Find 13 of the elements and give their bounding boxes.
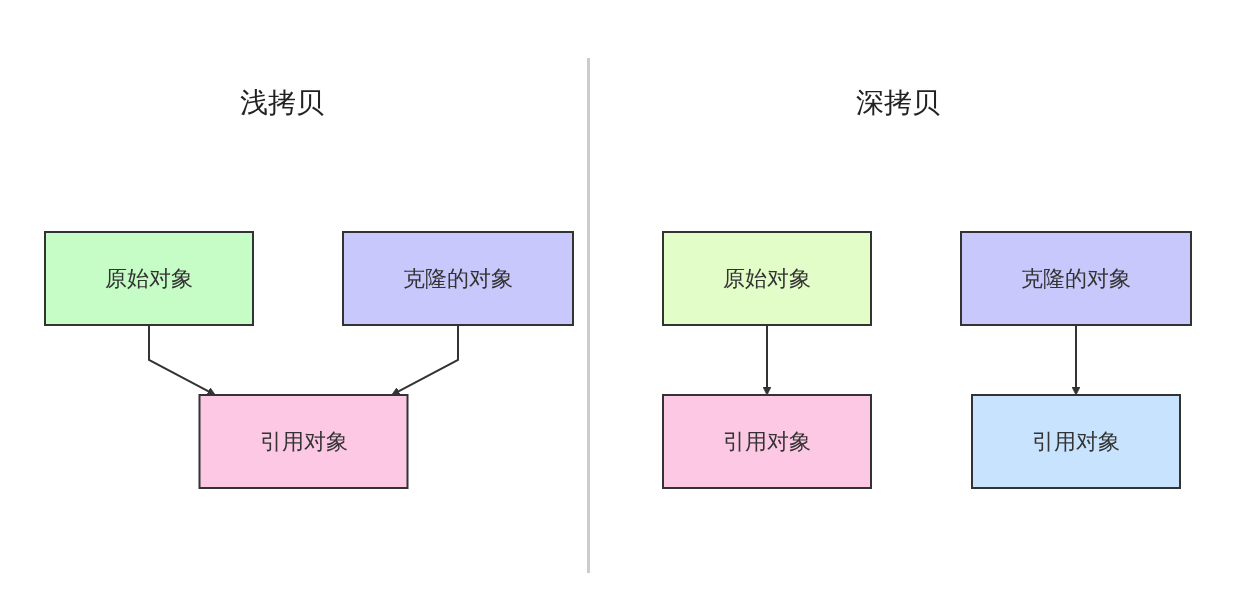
node-box: 克隆的对象: [960, 231, 1192, 326]
node-box: 引用对象: [198, 394, 409, 489]
arrow: [762, 324, 772, 396]
section-heading: 深拷贝: [856, 85, 940, 121]
node-box: 原始对象: [44, 231, 254, 326]
arrow: [148, 324, 216, 396]
node-box: 克隆的对象: [342, 231, 574, 326]
arrow: [391, 324, 459, 396]
node-box: 原始对象: [662, 231, 872, 326]
section-heading: 浅拷贝: [240, 85, 324, 121]
node-box: 引用对象: [662, 394, 872, 489]
node-box: 引用对象: [971, 394, 1181, 489]
arrow: [1071, 324, 1081, 396]
